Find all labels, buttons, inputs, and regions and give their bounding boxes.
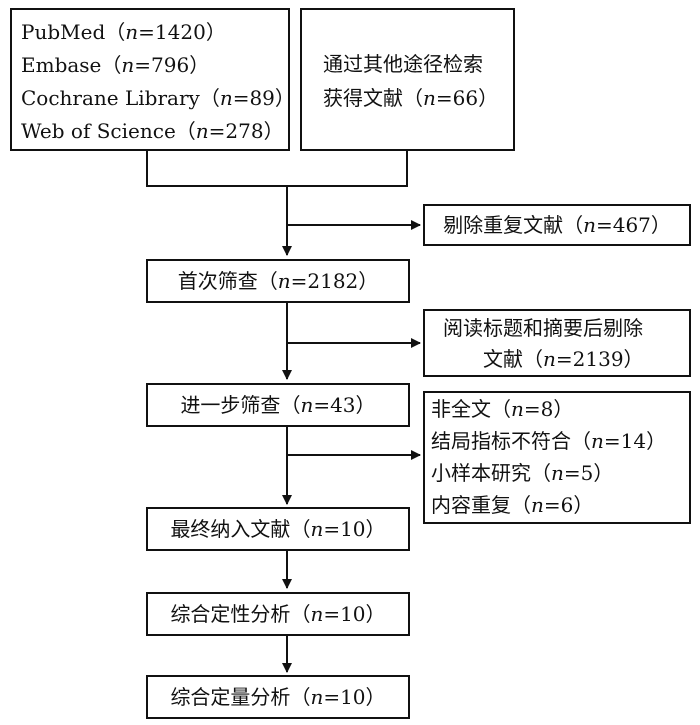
quantitative-analysis-box: 综合定量分析（n=10） bbox=[146, 675, 410, 719]
database-embase: Embase（n=796） bbox=[21, 53, 210, 77]
initial-screening-box: 首次筛查（n=2182） bbox=[146, 259, 410, 303]
database-pubmed: PubMed（n=1420） bbox=[21, 20, 226, 44]
reason-not-full-text: 非全文（n=8） bbox=[431, 397, 574, 421]
initial-screening-text: 首次筛查（n=2182） bbox=[177, 268, 379, 293]
other-sources-line-1: 通过其他途径检索 bbox=[323, 52, 483, 76]
further-screening-text: 进一步筛查（n=43） bbox=[180, 392, 376, 417]
title-abstract-excluded-line-2: 文献（n=2139） bbox=[483, 347, 644, 371]
exclusion-reasons-box: 非全文（n=8） 结局指标不符合（n=14） 小样本研究（n=5） 内容重复（n… bbox=[423, 391, 691, 524]
reason-duplicate-content: 内容重复（n=6） bbox=[431, 493, 594, 517]
database-cochrane: Cochrane Library（n=89） bbox=[21, 86, 295, 110]
final-included-box: 最终纳入文献（n=10） bbox=[146, 507, 410, 551]
database-name: Cochrane Library bbox=[21, 86, 200, 110]
other-sources-line-2: 获得文献（n=66） bbox=[323, 86, 499, 110]
database-name: Web of Science bbox=[21, 119, 176, 143]
quantitative-analysis-text: 综合定量分析（n=10） bbox=[170, 684, 386, 709]
qualitative-analysis-text: 综合定性分析（n=10） bbox=[170, 601, 386, 626]
reason-outcome-mismatch: 结局指标不符合（n=14） bbox=[431, 429, 667, 453]
database-name: Embase bbox=[21, 53, 102, 77]
title-abstract-excluded-line-1: 阅读标题和摘要后剔除 bbox=[443, 316, 643, 340]
qualitative-analysis-box: 综合定性分析（n=10） bbox=[146, 592, 410, 636]
further-screening-box: 进一步筛查（n=43） bbox=[146, 383, 410, 427]
database-name: PubMed bbox=[21, 20, 106, 44]
duplicates-excluded-text: 剔除重复文献（n=467） bbox=[443, 212, 671, 237]
other-sources-box: 通过其他途径检索 获得文献（n=66） bbox=[300, 8, 515, 151]
databases-box: PubMed（n=1420） Embase（n=796） Cochrane Li… bbox=[10, 8, 295, 151]
database-web-of-science: Web of Science（n=278） bbox=[21, 119, 284, 143]
reason-small-sample: 小样本研究（n=5） bbox=[431, 461, 614, 485]
duplicates-excluded-box: 剔除重复文献（n=467） bbox=[423, 204, 691, 246]
title-abstract-excluded-box: 阅读标题和摘要后剔除 文献（n=2139） bbox=[423, 309, 691, 377]
final-included-text: 最终纳入文献（n=10） bbox=[170, 516, 386, 541]
